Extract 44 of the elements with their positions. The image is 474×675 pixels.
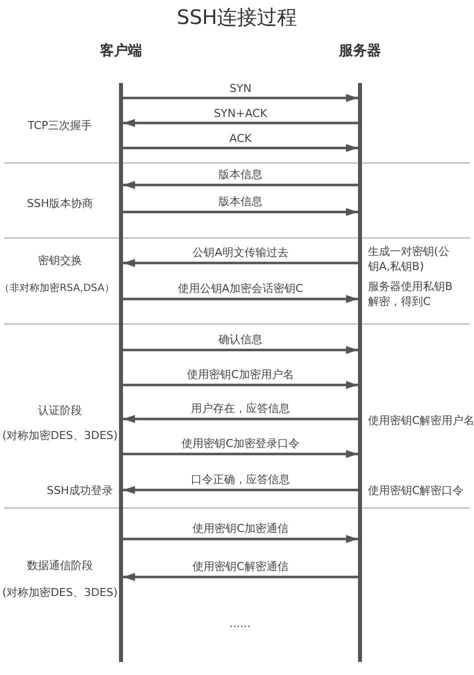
message-arrow <box>123 181 358 189</box>
participant-name: 客户端 <box>99 42 143 60</box>
edge-label: SYN+ACK <box>212 107 270 120</box>
edge-label: 使用密钥C加密通信 <box>190 521 290 536</box>
note-text: 生成一对密钥(公钥A,私钥B) <box>368 244 450 274</box>
edge-label: 公钥A明文传输过去 <box>190 245 290 260</box>
phase-label: 密钥交换 <box>37 253 83 268</box>
message-arrow <box>123 94 358 102</box>
participant-name: 服务器 <box>338 42 382 60</box>
message-arrow <box>123 346 358 354</box>
phase-label: （非对称加密RSA,DSA） <box>0 282 115 295</box>
edge-label: 用户存在，应答信息 <box>189 401 292 416</box>
edge-label: 使用密钥C解密通信 <box>190 559 290 574</box>
message-arrow <box>123 415 358 423</box>
phase-label: (对称加密DES、3DES) <box>2 585 118 600</box>
edge-label: 使用密钥C加密登录口令 <box>180 436 302 451</box>
phase-label: SSH版本协商 <box>26 196 94 211</box>
message-arrow <box>123 144 358 152</box>
phase-label: TCP三次握手 <box>26 118 94 133</box>
message-arrow <box>123 450 358 458</box>
edge-label: 版本信息 <box>216 194 264 209</box>
phase-label: ...... <box>228 617 252 630</box>
message-arrow <box>123 573 358 581</box>
phase-label: 数据通信阶段 <box>26 558 94 573</box>
note-text: 使用密钥C解密口令 <box>368 483 464 498</box>
message-arrow <box>123 295 358 303</box>
edge-label: ACK <box>227 132 254 145</box>
edge-label: 口令正确，应答信息 <box>189 472 292 487</box>
edge-label: 确认信息 <box>216 332 264 347</box>
message-arrow <box>123 119 358 127</box>
note-text: 使用密钥C解密用户名 <box>368 413 474 428</box>
edge-label: SYN <box>228 82 254 95</box>
message-arrow <box>123 208 358 216</box>
phase-label: 认证阶段 <box>37 403 83 418</box>
message-arrow <box>123 535 358 543</box>
message-arrow <box>123 381 358 389</box>
note-text: 服务器使用私钥B解密，得到C <box>368 279 454 309</box>
phase-label: SSH成功登录 <box>46 483 113 498</box>
phase-label: (对称加密DES、3DES) <box>2 428 118 443</box>
message-arrow <box>123 486 358 494</box>
message-arrow <box>123 259 358 267</box>
edge-label: 版本信息 <box>216 167 264 182</box>
edge-label: 使用公钥A加密会话密钥C <box>176 281 306 296</box>
diagram-title: SSH连接过程 <box>176 4 298 31</box>
